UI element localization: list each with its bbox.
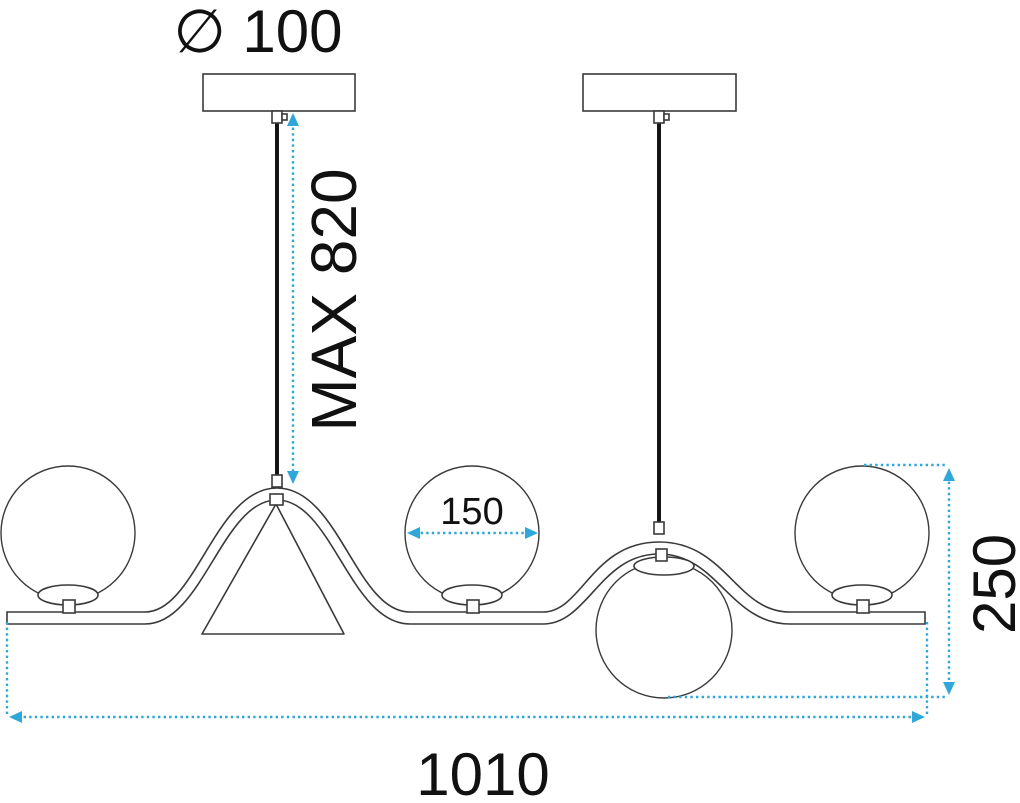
right-frame-cable-clamp <box>653 521 665 535</box>
left-ceiling-canopy <box>202 73 356 112</box>
globe-socket-4 <box>856 599 870 614</box>
globe-diameter-label: 150 <box>440 491 503 533</box>
left-top-clamp-screw <box>281 113 288 121</box>
canopy-diameter-label: ∅ 100 <box>173 0 342 65</box>
wavy-frame-bar <box>6 487 926 625</box>
globe-shade-1 <box>0 465 136 601</box>
globe-diameter-arrow-right <box>525 527 538 539</box>
cone-socket <box>269 493 284 506</box>
left-top-cable-clamp <box>271 110 283 124</box>
cone-shade <box>201 503 345 635</box>
max-height-arrow-bottom <box>287 471 299 484</box>
height-arrow-top <box>943 468 955 481</box>
total-height-label: 250 <box>961 534 1020 634</box>
globe-socket-3 <box>655 548 668 562</box>
width-arrow-right <box>912 711 925 723</box>
globe-shade-4 <box>794 465 930 601</box>
right-ceiling-canopy <box>582 73 737 112</box>
globe-diameter-arrow-left <box>407 527 420 539</box>
globe-shade-3-hanging <box>595 561 733 699</box>
globe-socket-2 <box>466 599 480 614</box>
right-top-clamp-screw <box>663 113 670 121</box>
width-arrow-left <box>9 711 22 723</box>
max-height-arrow-top <box>287 113 299 126</box>
height-arrow-bottom <box>943 682 955 695</box>
total-width-label: 1010 <box>416 741 549 803</box>
globe-socket-1 <box>62 599 76 614</box>
max-height-label: MAX 820 <box>298 168 370 431</box>
left-frame-cable-clamp <box>271 474 283 488</box>
right-top-cable-clamp <box>653 110 665 124</box>
